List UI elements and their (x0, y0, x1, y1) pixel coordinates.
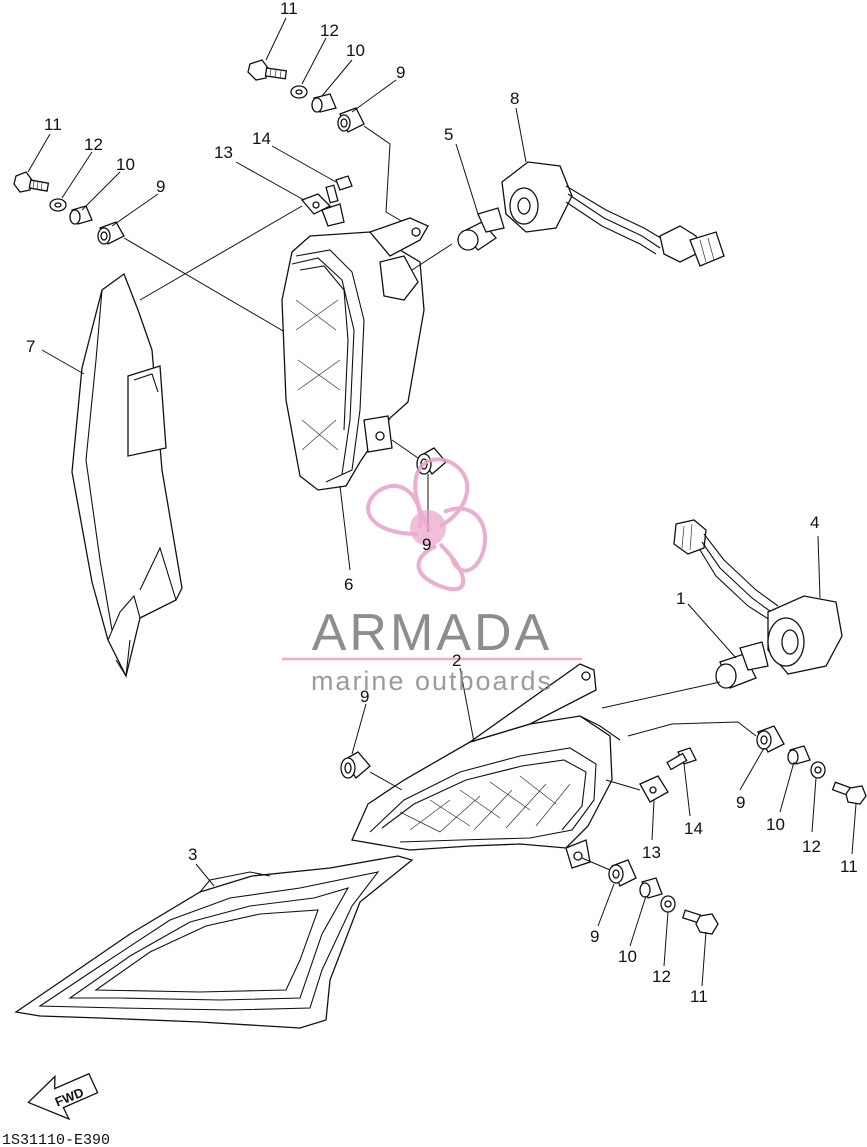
part-6-light-assembly-left (281, 217, 429, 491)
callout-9: 9 (736, 793, 745, 812)
callout-2: 2 (452, 651, 461, 670)
clip-and-screw-right (605, 747, 697, 803)
callout-11: 11 (690, 987, 708, 1006)
callout-8: 8 (510, 89, 519, 108)
callout-12: 12 (84, 135, 103, 154)
callout-10: 10 (618, 947, 637, 966)
grommet-9-left-of-2 (340, 751, 403, 791)
fastener-stack-right (627, 721, 867, 805)
bolt-11-lower (681, 909, 719, 935)
diagram-part-code: 1S31110-E390 (2, 1132, 110, 1147)
callout-11: 11 (840, 857, 858, 876)
callout-3: 3 (188, 845, 197, 864)
clip-and-screw-upper (139, 175, 353, 301)
callout-11: 11 (44, 115, 62, 134)
part-1-bulb-right (601, 641, 769, 709)
callout-9: 9 (396, 63, 405, 82)
collar-10-right (787, 745, 811, 765)
callout-13: 13 (214, 143, 233, 162)
part-3-lower-cover (14, 855, 414, 1029)
collar-10-upper-left (69, 205, 93, 225)
propeller-logo-icon (366, 457, 488, 592)
callout-10: 10 (116, 155, 135, 174)
washer-12-upper-left (49, 198, 67, 212)
part-2-light-assembly-right (351, 663, 621, 869)
callout-10: 10 (346, 41, 365, 60)
callout-6: 6 (344, 575, 353, 594)
grommet-9-upper-left (97, 221, 125, 245)
callout-7: 7 (26, 337, 35, 356)
callout-9: 9 (590, 927, 599, 946)
callout-12: 12 (320, 21, 339, 40)
armada-watermark: ARMADA marine outboards (282, 457, 582, 696)
fastener-stack-upper (247, 59, 411, 227)
part-7-side-cover (71, 272, 183, 678)
callout-14: 14 (252, 129, 271, 148)
callout-12: 12 (802, 837, 821, 856)
callout-9: 9 (156, 177, 165, 196)
grommet-9-right (756, 725, 785, 753)
callout-14: 14 (684, 819, 703, 838)
fastener-stack-upper-left (13, 171, 291, 336)
washer-12-upper (290, 85, 308, 99)
callout-13: 13 (642, 843, 661, 862)
washer-12-lower (660, 895, 676, 913)
collar-10-lower (639, 877, 663, 899)
callout-9: 9 (422, 535, 431, 554)
washer-12-right (810, 761, 826, 779)
callout-9: 9 (360, 687, 369, 706)
callout-leaders (27, 17, 857, 987)
part-5-bulb-upper (411, 207, 505, 271)
callout-11: 11 (280, 0, 298, 18)
watermark-tagline: marine outboards (311, 666, 553, 696)
part-4-socket-harness-right (673, 519, 843, 675)
callout-4: 4 (810, 513, 819, 532)
grommet-9-lower (608, 859, 637, 887)
watermark-brand: ARMADA (312, 604, 552, 662)
bolt-11-upper (247, 59, 288, 81)
callout-12: 12 (652, 967, 671, 986)
bolt-11-right (831, 781, 867, 805)
callout-5: 5 (444, 125, 453, 144)
fastener-stack-lower (581, 857, 719, 935)
grommet-9-upper (337, 107, 365, 133)
callout-10: 10 (766, 815, 785, 834)
callout-numbers: 11 12 10 9 8 5 11 12 10 9 13 14 7 6 9 4 … (26, 0, 858, 1006)
bolt-11-upper-left (13, 171, 50, 193)
callout-1: 1 (676, 589, 685, 608)
part-8-socket-harness-upper (501, 161, 725, 267)
fwd-direction-arrow: FWD (27, 1072, 99, 1121)
collar-10-upper (311, 93, 337, 113)
